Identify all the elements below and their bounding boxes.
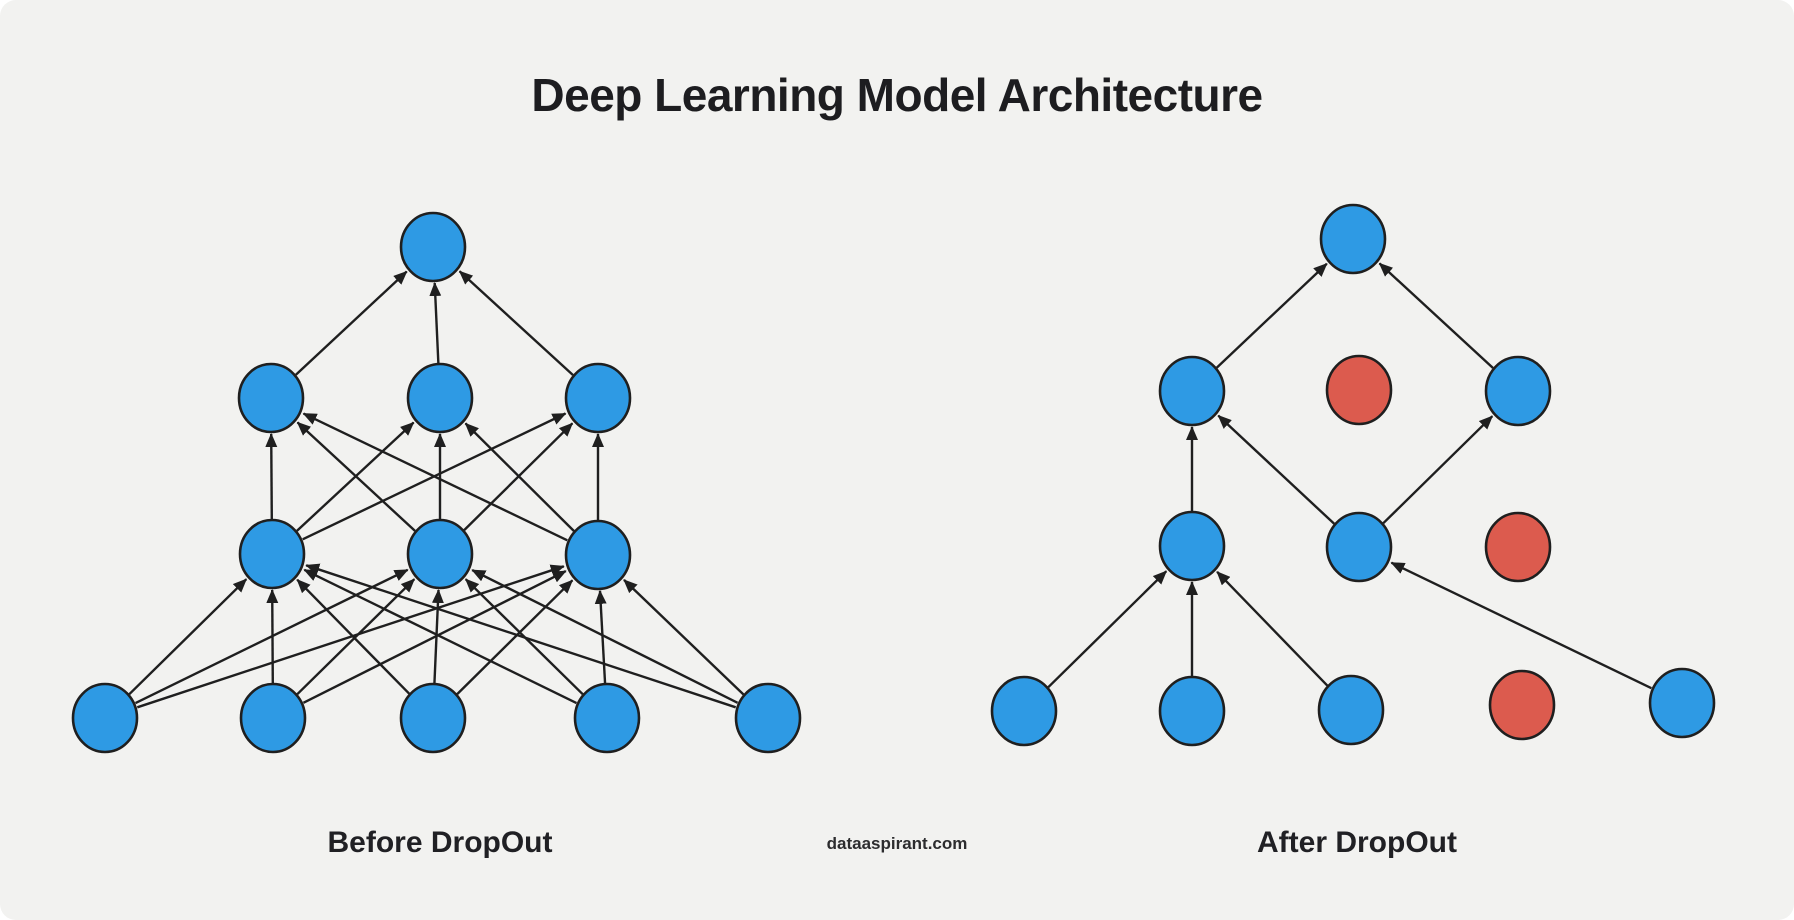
- connection-arrow: [302, 570, 567, 704]
- diagram-title: Deep Learning Model Architecture: [531, 69, 1263, 121]
- connection-arrow: [456, 579, 574, 695]
- connection-arrow: [136, 564, 565, 709]
- after-dropout-label: After DropOut: [1257, 826, 1457, 859]
- connection-arrow: [1382, 415, 1494, 525]
- connection-arrow: [1390, 561, 1652, 690]
- connection-arrow: [429, 282, 442, 365]
- neuron-node: [1158, 355, 1226, 427]
- neuron-node: [238, 518, 306, 590]
- connection-arrow: [296, 578, 416, 696]
- connection-arrow: [305, 563, 737, 709]
- neuron-node: [399, 211, 467, 283]
- neuron-node: [406, 518, 474, 590]
- neuron-node: [1158, 510, 1226, 582]
- neuron-node: [734, 682, 802, 754]
- connection-arrow: [1378, 262, 1494, 369]
- connection-arrow: [1215, 262, 1328, 369]
- dropped-neuron-node: [1325, 354, 1393, 426]
- connection-arrow: [1217, 414, 1336, 525]
- connection-arrow: [1047, 570, 1168, 689]
- connection-arrow: [302, 412, 568, 542]
- connection-arrow: [295, 270, 408, 376]
- connection-arrow: [266, 589, 279, 685]
- connection-arrow: [623, 579, 745, 696]
- connection-arrow: [594, 589, 607, 685]
- connection-arrow: [458, 270, 574, 376]
- neuron-node: [1319, 203, 1387, 275]
- neuron-node: [1317, 674, 1385, 746]
- neuron-node: [406, 362, 474, 434]
- before-network: [71, 211, 802, 754]
- neuron-node: [564, 519, 632, 591]
- neuron-node: [990, 675, 1058, 747]
- connection-arrow: [1216, 570, 1329, 687]
- neuron-node: [573, 682, 641, 754]
- neuron-node: [1648, 667, 1716, 739]
- before-dropout-label: Before DropOut: [327, 826, 553, 859]
- connection-arrow: [471, 569, 739, 704]
- neuron-node: [564, 362, 632, 434]
- connection-arrow: [431, 589, 444, 685]
- connection-arrow: [303, 568, 578, 705]
- neuron-node: [1484, 355, 1552, 427]
- watermark-text: dataaspirant.com: [826, 834, 968, 853]
- neuron-node: [239, 682, 307, 754]
- dropped-neuron-node: [1488, 669, 1556, 741]
- neuron-node: [237, 362, 305, 434]
- after-network: [990, 203, 1716, 747]
- connection-arrow: [128, 578, 248, 696]
- connection-arrow: [296, 421, 416, 532]
- connection-arrow: [265, 433, 278, 521]
- connection-arrow: [296, 578, 411, 695]
- connection-arrow: [464, 422, 575, 532]
- neuron-node: [399, 682, 467, 754]
- neuron-node: [1158, 675, 1226, 747]
- dropped-neuron-node: [1484, 511, 1552, 583]
- neuron-node: [71, 682, 139, 754]
- neuron-node: [1325, 511, 1393, 583]
